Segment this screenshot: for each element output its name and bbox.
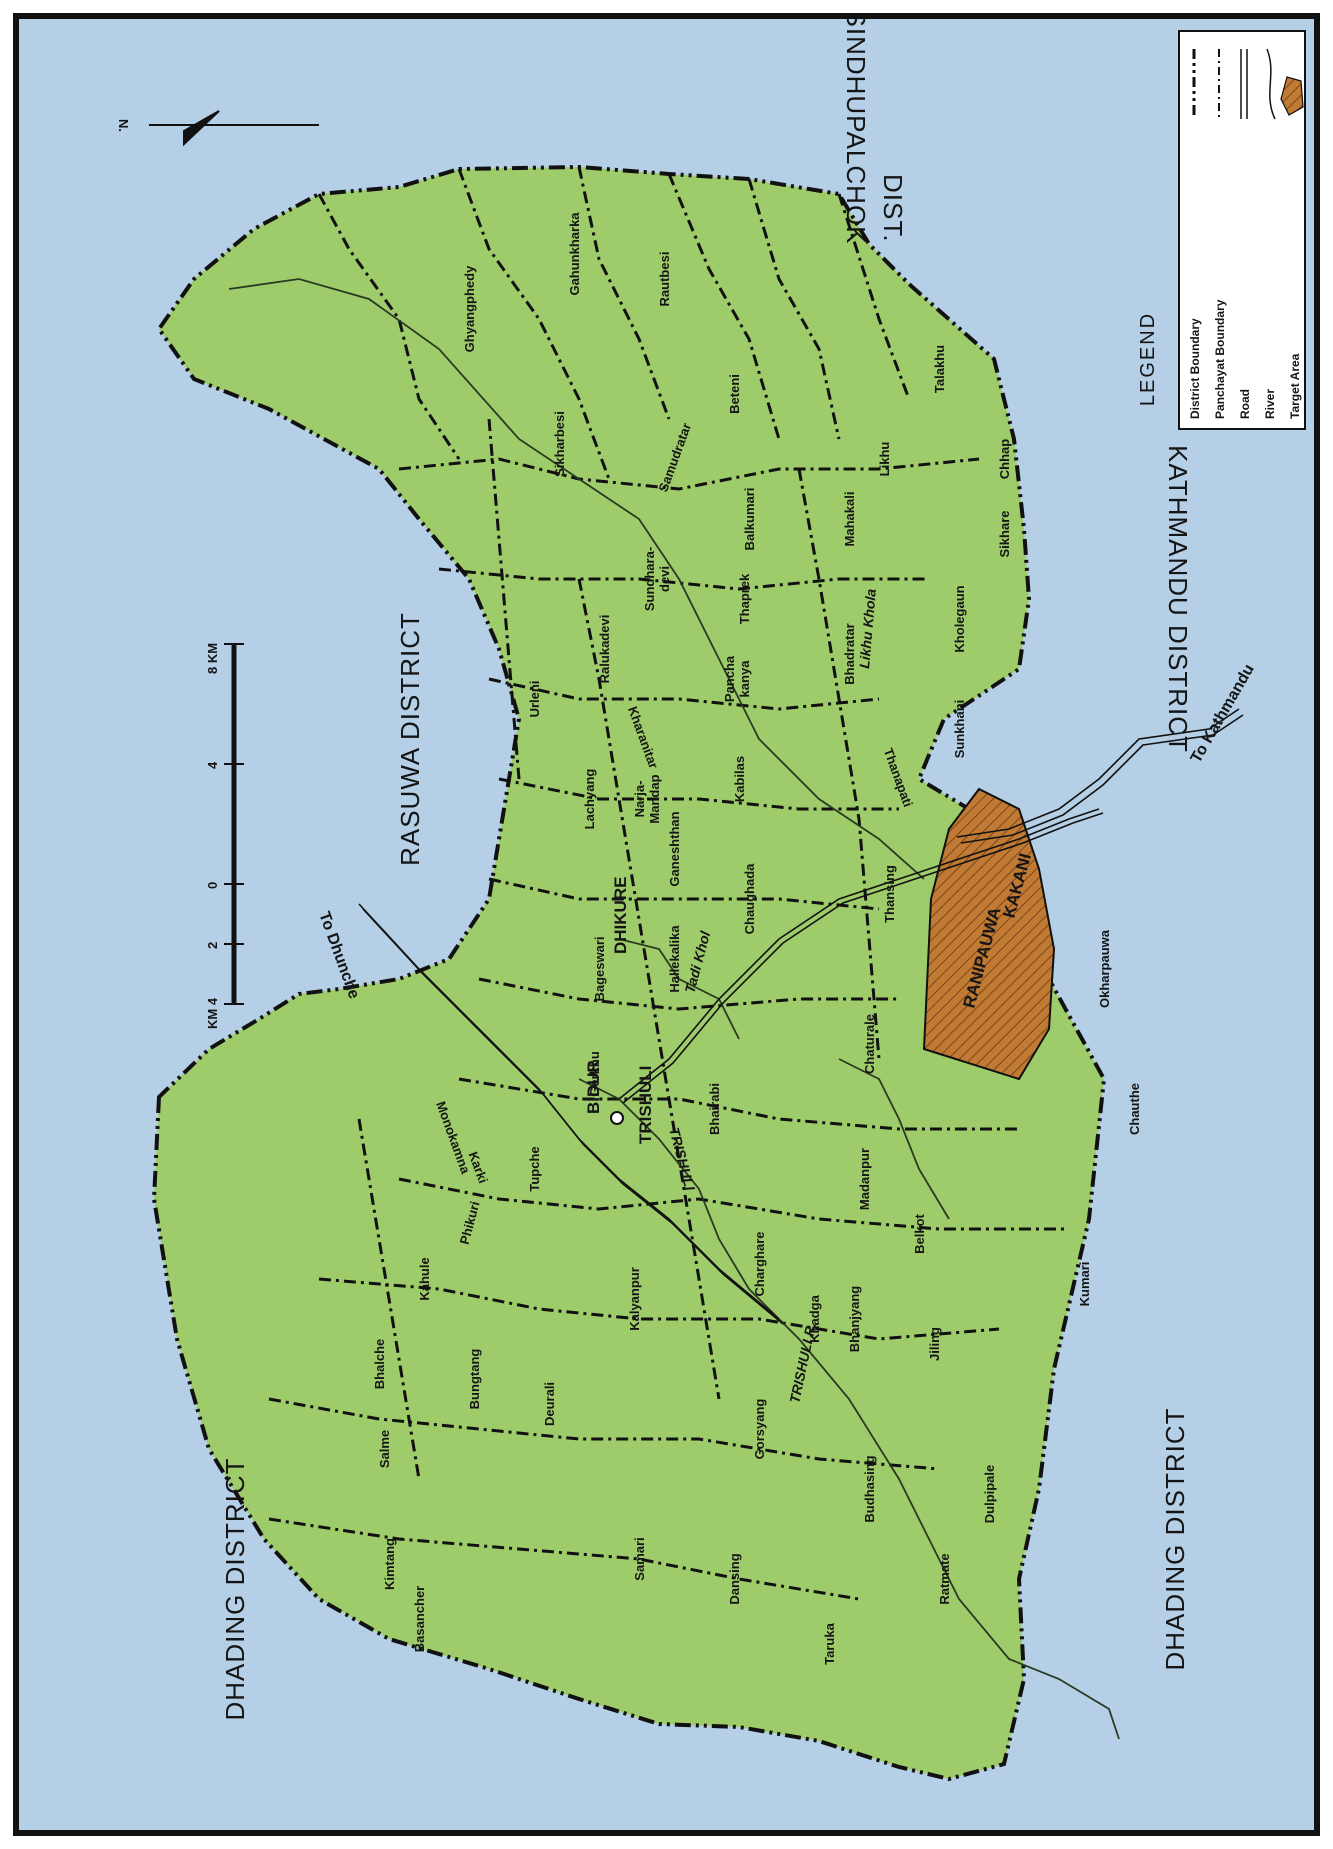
legend-item-road: Road — [1238, 389, 1252, 419]
place-taruka: Taruka — [822, 1622, 837, 1664]
place-basancher: Basancher — [412, 1586, 427, 1652]
place-sikhare: Sikhare — [997, 511, 1012, 558]
legend-item-panchayat: Panchayat Boundary — [1213, 299, 1227, 419]
road-label-dhunche: To Dhunche — [315, 910, 362, 1002]
roads — [358, 708, 1244, 1325]
place-sundhara: Sundhara- — [642, 547, 657, 611]
place-jiling: Jiling — [927, 1327, 942, 1361]
place-narja-mandap: Mandap — [647, 774, 662, 823]
town-dhikure: DHIKURE — [611, 877, 630, 954]
place-bhanjyang: Bhanjyang — [847, 1286, 862, 1353]
place-belkot: Belkot — [912, 1213, 927, 1253]
place-samari: Samari — [632, 1537, 647, 1580]
rivers — [228, 278, 1120, 1740]
place-ratmate: Ratmate — [937, 1553, 952, 1604]
bidur-marker — [610, 1111, 624, 1125]
place-sunkhani: Sunkhani — [952, 700, 967, 759]
place-sundhara-devi: devi — [657, 566, 672, 592]
label-rasuwa: RASUWA DISTRICT — [395, 612, 425, 866]
place-chaughada: Chaughada — [742, 863, 757, 935]
town-bidur: BIDUR — [584, 1060, 603, 1114]
map-frame: RASUWA DISTRICT SINDHUPALCHOK DIST. KATH… — [13, 13, 1320, 1836]
place-ganeshthan: Ganeshthan — [667, 811, 682, 886]
place-gerkhu: Gerkhu — [587, 1051, 602, 1097]
place-bungtang: Bungtang — [467, 1349, 482, 1410]
label-kathmandu: KATHMANDU DISTRICT — [1163, 445, 1193, 753]
legend-item-district: District Boundary — [1188, 318, 1202, 419]
place-dansing: Dansing — [727, 1553, 742, 1604]
place-thaprek: Thaprek — [737, 573, 752, 624]
road-label-kathmandu: To Kathmandu — [1188, 662, 1258, 766]
place-madanpur: Madanpur — [857, 1148, 872, 1210]
place-kahule: Kahule — [417, 1257, 432, 1300]
place-chauthe: Chauthe — [1127, 1083, 1142, 1135]
label-sindhupalchok-1: SINDHUPALCHOK — [841, 19, 871, 245]
place-pancha-kanya: kanya — [737, 660, 752, 698]
place-kimtang: Kimtang — [382, 1538, 397, 1590]
place-gorsyang: Gorsyang — [752, 1399, 767, 1460]
place-bhairabi: Bhairabi — [707, 1083, 722, 1135]
label-dhading-south: DHADING DISTRICT — [1160, 1408, 1190, 1671]
place-urleni: Urleni — [527, 681, 542, 718]
place-beteni: Beteni — [727, 374, 742, 414]
panchayat-boundaries — [268, 166, 1069, 1601]
place-narja: Narja- — [632, 781, 647, 818]
place-deurali: Deurali — [542, 1382, 557, 1426]
place-salme: Salme — [377, 1430, 392, 1468]
place-kabilas: Kabilas — [732, 756, 747, 802]
river-label-likhu: Likhu Khola — [856, 588, 879, 669]
place-mahakali: Mahakali — [842, 492, 857, 547]
place-kalyanpur: Kalyanpur — [627, 1267, 642, 1331]
place-bhalche: Bhalche — [372, 1339, 387, 1390]
place-khadga: Khadga — [807, 1294, 822, 1342]
place-ralukadevi: Ralukadevi — [597, 615, 612, 684]
place-thansing: Thansing — [882, 865, 897, 923]
place-ghyangphedy: Ghyangphedy — [462, 265, 477, 352]
place-pancha: Pancha — [722, 655, 737, 702]
place-hallekalika: Hallekalika — [667, 925, 682, 993]
scale-tick-0: 0 — [205, 882, 220, 889]
north-arrow-icon — [149, 110, 319, 147]
north-label: N. — [116, 119, 131, 132]
label-dhading-west: DHADING DISTRICT — [220, 1458, 250, 1721]
panchayat-labels: Ghyangphedy Gahunkharka Rautbesi Sikharb… — [372, 212, 1142, 1665]
scale-unit-right: 8 KM — [205, 643, 220, 674]
place-talakhu: Talakhu — [932, 345, 947, 393]
town-trishuli: TRISHULI — [636, 1066, 655, 1144]
place-gahunkharka: Gahunkharka — [567, 212, 582, 296]
legend-title: LEGEND — [1137, 312, 1159, 406]
scale-unit-left: KM 4 — [205, 997, 220, 1029]
place-chhap: Chhap — [997, 439, 1012, 480]
legend-item-river: River — [1263, 389, 1277, 419]
place-bhadratar: Bhadratar — [842, 623, 857, 684]
place-likhu: Likhu — [877, 442, 892, 477]
place-okharpauwa: Okharpauwa — [1097, 929, 1112, 1008]
district-map: RASUWA DISTRICT SINDHUPALCHOK DIST. KATH… — [116, 19, 1306, 1782]
legend — [1178, 30, 1306, 430]
place-dulpipale: Dulpipale — [982, 1465, 997, 1524]
place-chaturale: Chaturale — [862, 1014, 877, 1074]
place-lachyang: Lachyang — [582, 769, 597, 830]
label-sindhupalchok-2: DIST. — [878, 174, 908, 243]
scale-tick-2: 2 — [205, 942, 220, 949]
place-sikharbesi: Sikharbesi — [552, 411, 567, 477]
district-land — [151, 164, 1107, 1782]
scale-bar — [224, 643, 244, 1005]
place-bageswari: Bageswari — [592, 936, 607, 1001]
scale-tick-4: 4 — [205, 761, 220, 769]
place-budhasing: Budhasing — [862, 1455, 877, 1522]
place-rautbesi: Rautbesi — [657, 252, 672, 307]
place-balkumari: Balkumari — [742, 488, 757, 551]
place-tupche: Tupche — [527, 1146, 542, 1191]
target-area — [922, 787, 1056, 1081]
place-kumari: Kumari — [1077, 1262, 1092, 1307]
legend-item-target: Target Area — [1288, 353, 1302, 419]
place-kholegaun: Kholegaun — [952, 585, 967, 652]
place-charghare: Charghare — [752, 1231, 767, 1296]
